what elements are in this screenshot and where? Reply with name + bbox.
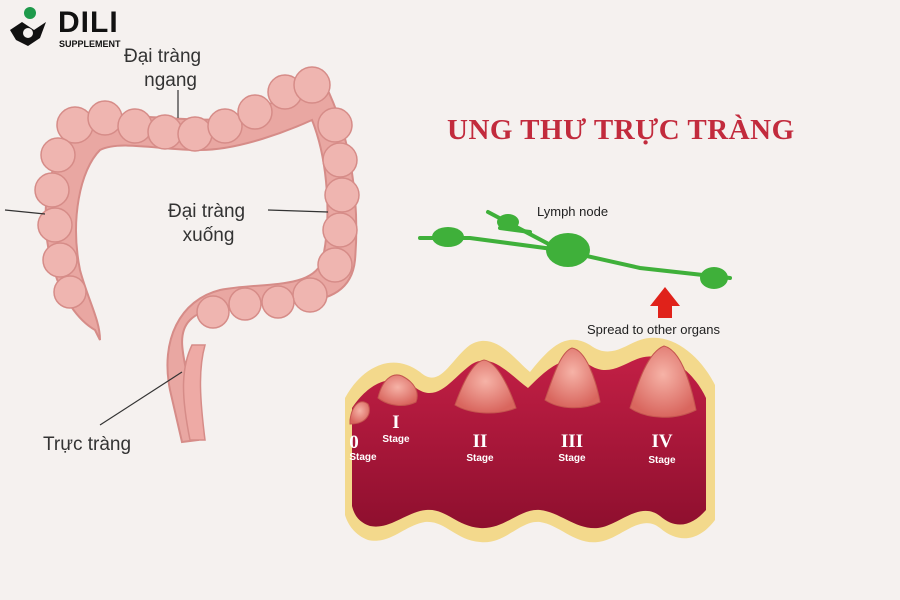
label-transverse-line1: Đại tràng: [124, 46, 202, 67]
stage-2-number: II: [472, 431, 488, 452]
logo-brand: DILI: [58, 6, 119, 39]
stage-2-label: Stage: [466, 453, 494, 464]
label-descending-line2: xuống: [182, 225, 235, 246]
logo-tagline: SUPPLEMENT: [59, 39, 121, 49]
label-descending-colon: Đại tràng xuống: [168, 200, 245, 248]
label-descending-line1: Đại tràng: [168, 201, 246, 222]
stage-0-number: 0: [349, 432, 359, 453]
page-title: UNG THƯ TRỰC TRÀNG: [447, 114, 795, 146]
colon-illustration: [34, 66, 360, 444]
stage-4-number: IV: [651, 431, 673, 452]
label-spread: Spread to other organs: [587, 322, 720, 337]
stage-1-label: Stage: [382, 434, 410, 445]
tumors: [349, 345, 697, 425]
pointer-rectum: [99, 371, 183, 426]
logo-mark: [10, 7, 46, 46]
rectal-wall: [345, 337, 715, 543]
label-lymph-node: Lymph node: [537, 204, 609, 219]
spread-arrow: [650, 287, 680, 318]
label-rectum: Trực tràng: [43, 434, 132, 455]
stage-3-number: III: [560, 431, 584, 452]
stage-3-label: Stage: [558, 453, 586, 464]
pointer-ascending: [4, 209, 46, 215]
lymph-nodes: [432, 214, 728, 289]
label-transverse-colon: Đại tràng ngang: [124, 45, 201, 93]
stage-4-label: Stage: [648, 455, 676, 466]
pointer-descending: [267, 209, 329, 213]
stage-0-label: Stage: [349, 452, 377, 463]
stage-1-number: I: [392, 412, 400, 433]
label-transverse-line2: ngang: [144, 70, 197, 91]
